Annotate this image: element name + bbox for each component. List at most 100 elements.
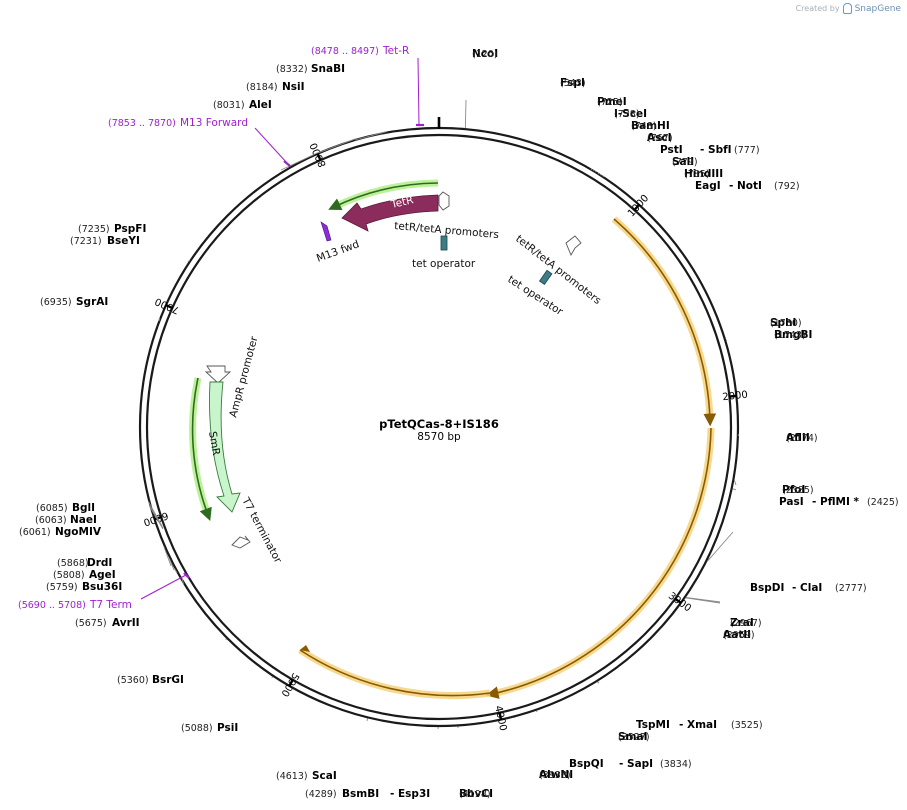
primer-range: (5690 .. 5708) xyxy=(18,600,86,611)
enzyme-site-nsii[interactable]: (8184)NsiI xyxy=(246,81,305,93)
enzyme-leader-line xyxy=(595,170,597,173)
tetr-teta-promoter-2-arrow xyxy=(565,235,582,257)
enzyme-site-bspqi[interactable]: BspQI- SapI(3834) xyxy=(569,758,692,770)
primer-range: (7853 .. 7870) xyxy=(108,118,176,129)
enzyme-name: BseYI xyxy=(107,235,140,247)
enzyme-site-drdi[interactable]: (5868)DrdI xyxy=(57,557,112,569)
enzyme-position: (6061) xyxy=(19,527,51,538)
enzyme-site-smai[interactable]: SmaI(3527) xyxy=(618,731,650,743)
enzyme-position: (785) xyxy=(684,169,710,180)
enzyme-site-eagi[interactable]: EagI- NotI(792) xyxy=(695,180,800,192)
enzyme-site-sali[interactable]: SalI(779) xyxy=(672,156,698,168)
enzyme-name: AleI xyxy=(249,99,272,111)
enzyme-position: (4613) xyxy=(276,771,308,782)
enzyme-site-hindiii[interactable]: HindIII(785) xyxy=(684,168,723,180)
enzyme-leader-line xyxy=(366,718,368,722)
enzyme-site-aflii[interactable]: AflII(2174) xyxy=(786,432,818,444)
enzyme-name: AlwNI xyxy=(539,769,573,781)
enzyme-site-agei[interactable]: (5808)AgeI xyxy=(53,569,116,581)
enzyme-position: (792) xyxy=(774,181,800,192)
enzyme-position: (7235) xyxy=(78,224,110,235)
enzyme-position: (120) xyxy=(472,49,498,60)
primer-m13-forward[interactable]: (7853 .. 7870)M13 Forward xyxy=(108,117,291,167)
enzyme-leader-line xyxy=(158,317,160,322)
enzyme-position: (6085) xyxy=(36,503,68,514)
enzyme-site-bamhi[interactable]: BamHI(748) xyxy=(631,120,670,132)
enzyme-site-pfoi[interactable]: PfoI(2385) xyxy=(782,484,814,496)
enzyme-site-fspi[interactable]: FspI(543) xyxy=(560,77,586,89)
enzyme-site-pasi[interactable]: PasI- PflMI *(2425) xyxy=(779,496,899,508)
enzyme-position: (4289) xyxy=(305,789,337,800)
primer-t7-term[interactable]: (5690 .. 5708)T7 Term xyxy=(18,572,190,611)
enzyme-position: (777) xyxy=(734,145,760,156)
enzyme-site-bseyi[interactable]: (7231)BseYI xyxy=(70,235,140,247)
enzyme-name: - NotI xyxy=(729,180,762,192)
restriction-sites: NcoI(120) FspI(543) PmeI(725)I-SceI(738)Ba… xyxy=(19,48,899,800)
enzyme-name: BglI xyxy=(72,502,95,514)
enzyme-site-aatii[interactable]: AatII(2969) xyxy=(723,629,755,641)
enzyme-site-bmgbi[interactable]: BmgBI(1743) xyxy=(774,329,812,341)
enzyme-site-avrii[interactable]: (5675)AvrII xyxy=(75,617,140,629)
enzyme-site-bgli[interactable]: (6085) BglI xyxy=(36,502,95,514)
enzyme-name: - Esp3I xyxy=(390,788,430,800)
enzyme-leader-line xyxy=(590,168,593,171)
tetr-teta-promoter-1-arrow xyxy=(438,191,450,211)
enzyme-site-asci[interactable]: AscI(767) xyxy=(647,132,673,144)
enzyme-site-i-scei[interactable]: I-SceI(738) xyxy=(614,108,647,120)
enzyme-site-bspdi[interactable]: BspDI- ClaI(2777) xyxy=(750,582,867,594)
enzyme-site-zrai[interactable]: ZraI(2967) xyxy=(730,617,762,629)
primer-tet-r[interactable]: (8478 .. 8497)Tet-R xyxy=(311,45,424,127)
enzyme-name: PmeI xyxy=(597,96,627,108)
enzyme-leader-line xyxy=(168,558,175,571)
enzyme-site-bbvci[interactable]: BbvCI(4198) xyxy=(459,788,493,800)
enzyme-site-ngomiv[interactable]: (6061) NgoMIV xyxy=(19,526,102,538)
enzyme-site-alei[interactable]: (8031) AleI xyxy=(213,99,272,111)
enzyme-site-pspfi[interactable]: (7235) PspFI xyxy=(78,223,146,235)
tick-mark xyxy=(633,203,641,212)
enzyme-site-naei[interactable]: (6063)NaeI xyxy=(35,514,97,526)
feature-label-tet-operator-2: tet operator xyxy=(505,273,565,318)
enzyme-site-psii[interactable]: (5088)PsiI xyxy=(181,722,238,734)
enzyme-position: (3834) xyxy=(660,759,692,770)
enzyme-position: (8184) xyxy=(246,82,278,93)
enzyme-site-psti[interactable]: PstI- SbfI(777) xyxy=(660,144,760,156)
tet-operator-1-box xyxy=(440,235,448,251)
enzyme-position: (8031) xyxy=(213,100,245,111)
enzyme-site-pmei[interactable]: PmeI(725) xyxy=(597,96,627,108)
primer-name: Tet-R xyxy=(382,45,409,57)
enzyme-name: BsmBI xyxy=(342,788,379,800)
enzyme-leader-line xyxy=(732,488,737,491)
enzyme-site-sgrai[interactable]: (6935)SgrAI xyxy=(40,296,108,308)
enzyme-name: ScaI xyxy=(312,770,337,782)
tetr-feature-arrow xyxy=(341,194,439,232)
enzyme-leader-line xyxy=(163,546,172,567)
enzyme-name: PspFI xyxy=(114,223,146,235)
enzyme-position: (1743) xyxy=(774,330,806,341)
enzyme-position: (5759) xyxy=(46,582,78,593)
enzyme-position: (779) xyxy=(672,157,698,168)
enzyme-site-bsu36i[interactable]: (5759) Bsu36I xyxy=(46,581,122,593)
enzyme-site-tspmi[interactable]: TspMI- XmaI(3525) xyxy=(636,719,763,731)
enzyme-name: PfoI xyxy=(782,484,805,496)
insert-segments xyxy=(298,216,717,700)
enzyme-site-snabi[interactable]: (8332)SnaBI xyxy=(276,63,345,75)
credit-created-by: Created by xyxy=(795,4,840,13)
enzyme-leader-line xyxy=(602,175,604,178)
enzyme-site-bsmbi[interactable]: (4289) BsmBI - Esp3I xyxy=(305,788,430,800)
smr-feature-arrow xyxy=(209,381,241,513)
enzyme-site-bsrgi[interactable]: (5360)BsrGI xyxy=(117,674,184,686)
credit-brand: SnapGene xyxy=(854,3,901,14)
enzyme-site-alwni[interactable]: AlwNI(3938) xyxy=(539,769,573,781)
green-segments xyxy=(189,179,439,521)
tick-mark xyxy=(674,597,682,605)
enzyme-site-sphi[interactable]: SphI(1730) xyxy=(770,317,802,329)
enzyme-site-ncoi[interactable]: NcoI(120) xyxy=(472,48,498,60)
enzyme-leader-line xyxy=(685,597,721,603)
tick-mark xyxy=(288,678,295,687)
enzyme-name: NgoMIV xyxy=(55,526,102,538)
enzyme-site-scai[interactable]: (4613) ScaI xyxy=(276,770,337,782)
enzyme-name: Bsu36I xyxy=(82,581,122,593)
enzyme-name: SgrAI xyxy=(76,296,108,308)
tick-label: 5000 xyxy=(278,671,300,699)
